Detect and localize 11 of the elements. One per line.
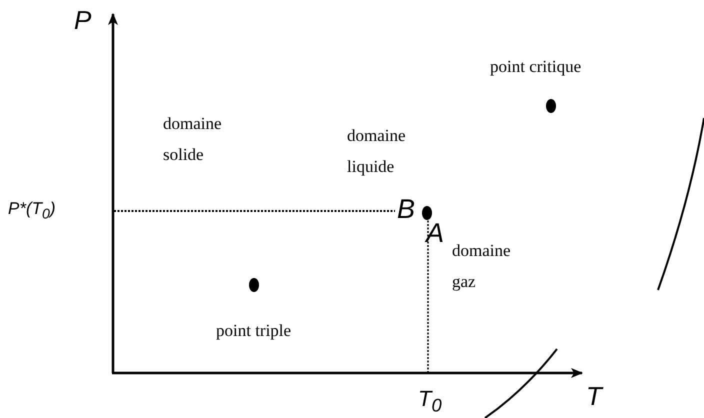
region-label: domaine gaz: [452, 240, 512, 293]
axis-label: T: [586, 380, 602, 413]
region-label: domaine liquide: [347, 125, 407, 178]
axis-label: P: [74, 4, 92, 37]
temperature-tick-label: T$_{0}$: [418, 385, 442, 418]
point-label: point triple: [216, 320, 292, 342]
point-label: A: [426, 217, 444, 250]
pressure-tick-label: P*(T$_{0}$): [8, 198, 56, 224]
point-label: B: [397, 193, 416, 226]
region-label: domaine solide: [163, 113, 223, 166]
point-label: point critique: [490, 56, 582, 78]
